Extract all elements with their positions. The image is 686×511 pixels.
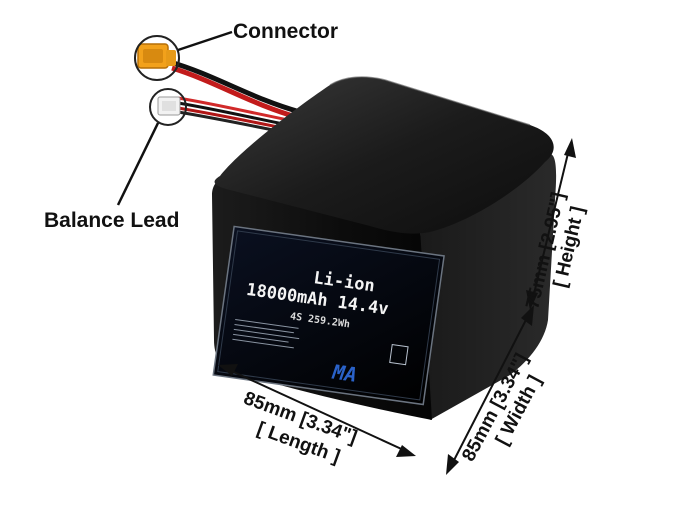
connector-callout: Connector bbox=[233, 20, 338, 43]
connector-highlight-circle bbox=[134, 35, 180, 81]
xt-connector bbox=[137, 43, 176, 69]
balance-lead-callout: Balance Lead bbox=[44, 209, 179, 232]
balance-highlight-circle bbox=[149, 88, 187, 126]
balance-leader-line bbox=[116, 122, 160, 206]
wire-bundle bbox=[169, 59, 301, 137]
label-logo: MA bbox=[330, 360, 358, 387]
battery-label: Li-ion 18000mAh 14.4v 4S 259.2Wh MA bbox=[212, 225, 445, 406]
connector-leader-line bbox=[177, 30, 233, 52]
balance-plug bbox=[157, 96, 181, 116]
